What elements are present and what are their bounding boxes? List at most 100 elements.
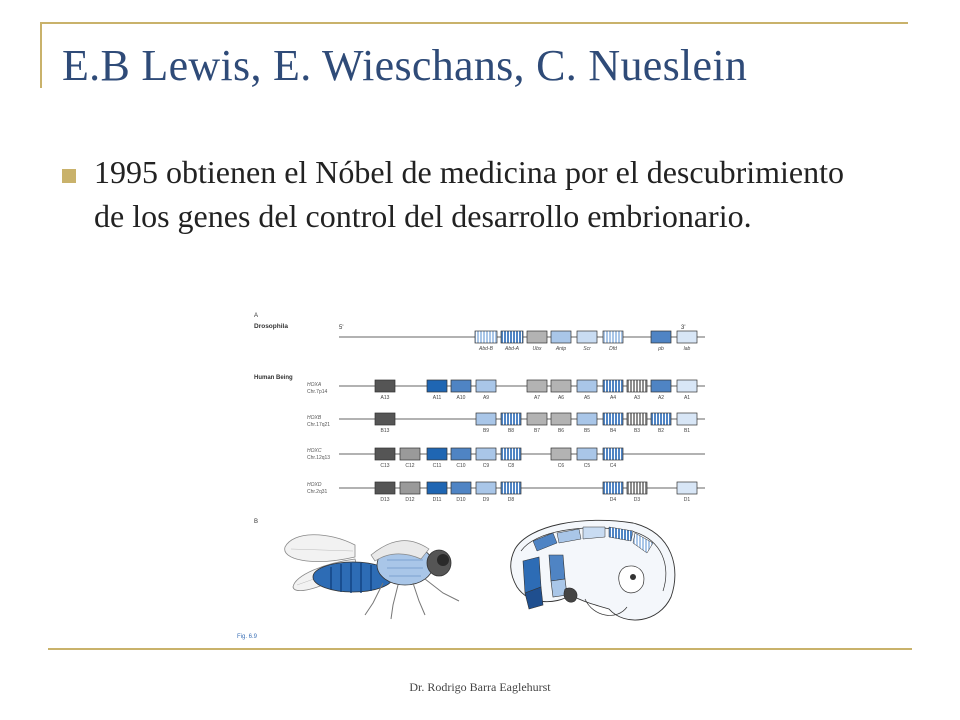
hoxc-gene-box <box>475 447 497 461</box>
hoxc-gene-box <box>602 447 624 461</box>
hoxc-gene-label: C8 <box>508 463 515 469</box>
hoxb-gene-label: B7 <box>534 428 540 434</box>
hoxd-gene-label: D4 <box>610 497 617 503</box>
hoxa-gene-box <box>650 379 672 393</box>
hoxb-gene-box <box>475 412 497 426</box>
cluster-chr: Chr.2q31 <box>307 489 328 495</box>
hoxd-gene-box <box>626 481 648 495</box>
hoxa-gene-box <box>676 379 698 393</box>
hoxb-gene-label: B9 <box>483 428 489 434</box>
hoxb-gene-label: B8 <box>508 428 514 434</box>
hoxa-gene-box <box>550 379 572 393</box>
dros-gene-label: lab <box>684 346 691 352</box>
hoxd-gene-box <box>602 481 624 495</box>
hoxb-gene-box <box>602 412 624 426</box>
dros-gene-label: pb <box>657 346 664 352</box>
dros-gene-box <box>650 330 672 344</box>
hoxb-gene-box <box>526 412 548 426</box>
hoxc-gene-label: C4 <box>610 463 617 469</box>
hoxa-gene-box <box>576 379 598 393</box>
hoxc-gene-label: C13 <box>380 463 389 469</box>
bullet-item: 1995 obtienen el Nóbel de medicina por e… <box>62 150 882 238</box>
hoxc-gene-box <box>426 447 448 461</box>
hoxc-gene-label: C10 <box>456 463 465 469</box>
dros-gene-box <box>576 330 598 344</box>
hoxa-gene-label: A11 <box>433 395 442 401</box>
cluster-name: HOXA <box>307 382 322 388</box>
hoxb-gene-box <box>676 412 698 426</box>
dros-gene-box <box>500 330 524 344</box>
hoxa-gene-label: A10 <box>457 395 466 401</box>
hoxd-gene-label: D13 <box>380 497 389 503</box>
panel-a-label: A <box>254 313 258 319</box>
bullet-text: 1995 obtienen el Nóbel de medicina por e… <box>94 154 844 234</box>
slide-title: E.B Lewis, E. Wieschans, C. Nueslein <box>62 41 748 90</box>
hoxb-gene-box <box>500 412 522 426</box>
hoxd-gene-box <box>374 481 396 495</box>
cluster-name: HOXB <box>307 415 322 421</box>
hoxb-gene-label: B4 <box>610 428 616 434</box>
hoxb-gene-box <box>550 412 572 426</box>
hoxc-gene-box <box>374 447 396 461</box>
five-prime-label: 5' <box>339 325 343 331</box>
cluster-chr: Chr.12q13 <box>307 455 330 461</box>
frame-top-line <box>40 22 908 24</box>
cluster-name: HOXD <box>307 482 322 488</box>
hoxb-gene-box <box>576 412 598 426</box>
hoxc-gene-box <box>450 447 472 461</box>
hox-gene-figure: A Drosophila 5' 3' Abd-B Abd-A Ubx Antp … <box>237 313 705 640</box>
hoxb-gene-box <box>626 412 648 426</box>
hoxb-gene-label: B2 <box>658 428 664 434</box>
hoxc-gene-box <box>550 447 572 461</box>
hoxb-gene-box <box>374 412 396 426</box>
three-prime-label: 3' <box>681 325 685 331</box>
hoxc-gene-label: C6 <box>558 463 565 469</box>
cluster-name: HOXC <box>307 448 322 454</box>
embryo-illustration <box>510 519 676 621</box>
dros-gene-label: Scr <box>583 346 591 352</box>
hoxd-gene-box <box>475 481 497 495</box>
hoxa-gene-label: A13 <box>381 395 390 401</box>
hoxc-gene-label: C9 <box>483 463 490 469</box>
hoxb-gene-label: B6 <box>558 428 564 434</box>
hoxb-gene-label: B13 <box>381 428 390 434</box>
hoxb-gene-label: B3 <box>634 428 640 434</box>
dros-gene-label: Dfd <box>609 346 617 352</box>
figure-number-label: Fig. 6.9 <box>237 634 258 640</box>
hoxd-gene-label: D9 <box>483 497 490 503</box>
hoxb-gene-label: B1 <box>684 428 690 434</box>
hoxa-gene-label: A2 <box>658 395 664 401</box>
dros-gene-box <box>550 330 572 344</box>
hoxd-gene-label: D10 <box>456 497 465 503</box>
hoxd-gene-box <box>500 481 522 495</box>
cluster-chr: Chr.7p14 <box>307 389 328 395</box>
hoxc-gene-label: C12 <box>405 463 414 469</box>
hoxd-gene-box <box>399 481 421 495</box>
hoxa-gene-box <box>374 379 396 393</box>
hoxd-gene-label: D3 <box>634 497 641 503</box>
hoxa-gene-label: A6 <box>558 395 564 401</box>
hoxd-gene-label: D8 <box>508 497 515 503</box>
hoxa-gene-label: A9 <box>483 395 489 401</box>
dros-gene-label: Ubx <box>533 346 542 352</box>
hoxc-gene-label: C5 <box>584 463 591 469</box>
dros-gene-label: Abd-A <box>504 346 520 352</box>
dros-gene-label: Antp <box>555 346 567 352</box>
hoxa-gene-box <box>426 379 448 393</box>
dros-gene-box <box>474 330 498 344</box>
human-label: Human Being <box>254 375 293 381</box>
hoxd-gene-label: D1 <box>684 497 691 503</box>
hoxa-gene-box <box>475 379 497 393</box>
hoxd-gene-label: D11 <box>433 497 442 503</box>
dros-gene-box <box>526 330 548 344</box>
dros-gene-box <box>602 330 624 344</box>
hoxa-gene-label: A1 <box>684 395 690 401</box>
hoxa-gene-box <box>602 379 624 393</box>
hoxd-gene-box <box>426 481 448 495</box>
hoxa-gene-label: A3 <box>634 395 640 401</box>
hoxd-gene-box <box>450 481 472 495</box>
panel-b-label: B <box>254 519 258 525</box>
hoxc-gene-box <box>399 447 421 461</box>
drosophila-label: Drosophila <box>254 323 288 330</box>
hoxc-gene-label: C11 <box>433 463 442 469</box>
